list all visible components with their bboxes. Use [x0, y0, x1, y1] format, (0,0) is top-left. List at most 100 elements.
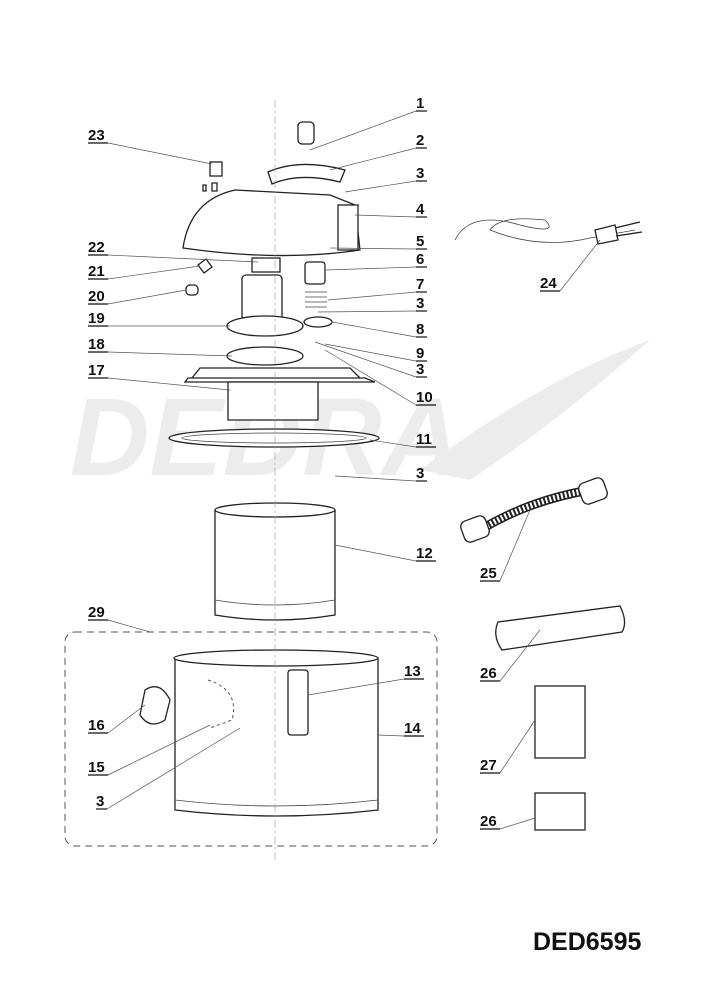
part-26-box [534, 792, 586, 831]
callout-label: 3 [416, 165, 424, 182]
callout-label: 20 [88, 288, 105, 305]
part-13-clip [287, 669, 309, 736]
callout-leader-line [499, 817, 536, 830]
callout-3: 3 [96, 727, 241, 810]
callout-11: 11 [369, 431, 436, 448]
watermark: DEDRA [70, 340, 650, 499]
part-24-plug [594, 221, 643, 245]
callout-leader-line [334, 544, 417, 562]
callout-leader-line [559, 239, 601, 292]
callout-leader-line [309, 110, 417, 151]
part-top-cover [182, 189, 361, 257]
part-filter-cap [304, 261, 326, 285]
callout-leader-line [499, 509, 531, 582]
callout-leader-line [317, 310, 417, 313]
callout-3: 3 [314, 341, 427, 378]
callout-9: 9 [324, 343, 427, 362]
part-16 [139, 686, 171, 725]
callout-3: 3 [344, 165, 427, 193]
callout-leader-line [324, 343, 417, 362]
model-number: DED6595 [533, 928, 641, 956]
callout-14: 14 [377, 720, 424, 737]
callout-leader-line [344, 180, 417, 193]
callout-13: 13 [307, 663, 424, 696]
callout-label: 29 [88, 604, 105, 621]
accessories [454, 218, 643, 831]
callout-leader-line [307, 678, 405, 696]
part-11-gasket [168, 428, 380, 448]
part-motor [241, 274, 283, 321]
callout-label: 8 [416, 321, 424, 338]
callout-leader-line [107, 619, 151, 633]
callout-label: 4 [416, 201, 425, 218]
callout-label: 3 [416, 295, 424, 312]
callout-leader-line [107, 142, 213, 165]
callout-label: 25 [480, 565, 497, 582]
callout-2: 2 [329, 132, 427, 171]
callout-label: 5 [416, 233, 424, 250]
callout-26: 26 [480, 629, 541, 682]
callout-leader-line [369, 439, 417, 448]
callout-leader-line [329, 247, 417, 250]
part-26-tube [495, 605, 626, 651]
part-18 [226, 346, 304, 366]
callout-label: 2 [416, 132, 424, 149]
part-22 [251, 257, 281, 273]
callout-leader-line [499, 719, 536, 774]
callout-label: 11 [416, 431, 432, 448]
callout-label: 15 [88, 759, 105, 776]
callout-label: 14 [404, 720, 421, 737]
callout-leader-line [107, 377, 231, 391]
callout-18: 18 [88, 336, 233, 357]
part-19 [226, 315, 304, 337]
callout-label: 3 [416, 361, 424, 378]
callout-leader-line [377, 734, 405, 737]
callout-22: 22 [88, 239, 259, 263]
callout-10: 10 [324, 349, 436, 406]
callout-label: 9 [416, 345, 424, 362]
callout-15: 15 [88, 724, 211, 776]
callout-6: 6 [325, 251, 427, 271]
callout-16: 16 [88, 704, 146, 734]
part-27 [534, 685, 586, 759]
part-spring [305, 291, 327, 308]
callout-19: 19 [88, 310, 230, 327]
callout-23: 23 [88, 127, 213, 165]
callout-leader-line [499, 629, 541, 682]
callout-24: 24 [540, 239, 601, 292]
part-24-cord [454, 218, 636, 243]
part-21 [197, 258, 213, 274]
callout-5: 5 [329, 233, 427, 250]
part-knob [297, 121, 315, 145]
callout-20: 20 [88, 288, 187, 305]
part-8 [303, 316, 333, 328]
callout-29: 29 [88, 604, 151, 633]
callout-4: 4 [354, 201, 427, 218]
callout-8: 8 [331, 321, 427, 338]
callout-label: 10 [416, 389, 433, 406]
part-15 [207, 679, 234, 729]
callout-7: 7 [327, 276, 427, 301]
callout-25: 25 [480, 509, 531, 582]
callout-label: 26 [480, 665, 497, 682]
part-23 [209, 161, 223, 177]
callout-leader-line [334, 475, 417, 482]
callout-label: 12 [416, 545, 433, 562]
callout-leader-line [107, 724, 211, 776]
callout-label: 27 [480, 757, 497, 774]
callout-label: 16 [88, 717, 105, 734]
callout-leader-line [107, 351, 233, 357]
part-14-bucket [174, 657, 379, 817]
part-20 [185, 284, 199, 296]
callout-label: 7 [416, 276, 424, 293]
callout-leader-line [329, 147, 417, 171]
callout-leader-line [107, 265, 201, 280]
callout-label: 1 [416, 95, 424, 112]
callout-label: 22 [88, 239, 105, 256]
callout-leader-line [331, 321, 417, 338]
callout-leader-line [314, 341, 417, 378]
callout-label: 6 [416, 251, 424, 268]
callout-21: 21 [88, 263, 201, 280]
